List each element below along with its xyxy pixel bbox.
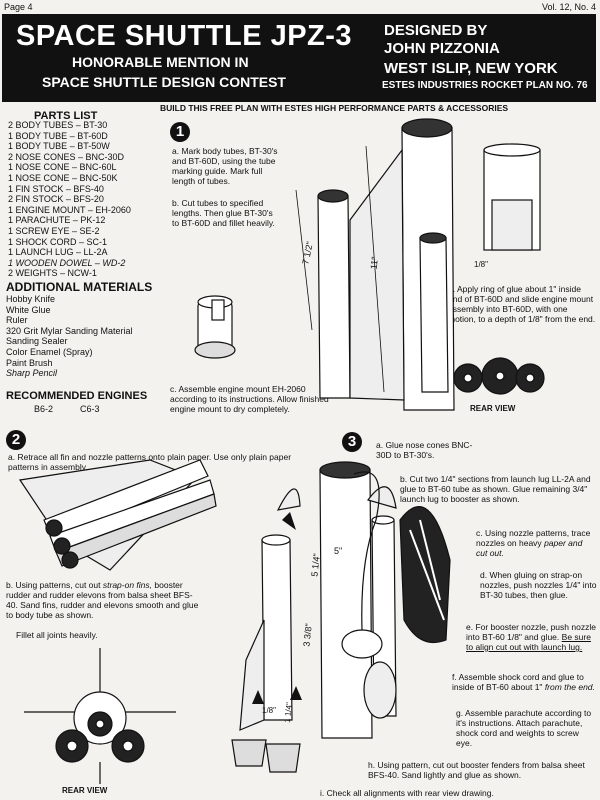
- parts-list-item: 2 BODY TUBES – BT-30: [8, 120, 108, 130]
- parts-list-item: 1 SHOCK CORD – SC-1: [8, 236, 108, 247]
- title-banner: SPACE SHUTTLE JPZ-3 HONORABLE MENTION IN…: [2, 14, 596, 102]
- step-2b-fillet: Fillet all joints heavily.: [16, 630, 98, 640]
- page-number: Page 4: [4, 2, 33, 12]
- step-3d-text: d. When gluing on strap-on nozzles, push…: [480, 570, 597, 600]
- dim-5: 5": [334, 546, 343, 556]
- materials-list-item: Sharp Pencil: [6, 368, 58, 379]
- parts-list-item: 2 WEIGHTS – NCW-1: [8, 268, 97, 279]
- parts-list-item: 1 FIN STOCK – BFS-40: [8, 183, 104, 194]
- step-3f-part1: f. Assemble shock cord and glue to insid…: [452, 672, 584, 692]
- parts-list-heading: PARTS LIST: [34, 110, 98, 122]
- parts-list-item: 2 FIN STOCK – BFS-20: [8, 194, 104, 205]
- step-3b-text: b. Cut two 1/4" sections from launch lug…: [400, 474, 591, 504]
- step-3a-text: a. Glue nose cones BNC-30D to BT-30's.: [376, 440, 473, 460]
- step-2-rear-view-label: REAR VIEW: [62, 786, 108, 795]
- step-2b-text: b. Using patterns, cut out strap-on fins…: [6, 580, 202, 620]
- step-3e-part1: e. For booster nozzle, push nozzle into …: [466, 622, 596, 642]
- parts-list-item: 1 LAUNCH LUG – LL-2A: [8, 247, 108, 258]
- volume-number: Vol. 12, No. 4: [541, 2, 596, 12]
- step-3f-text: f. Assemble shock cord and glue to insid…: [452, 672, 596, 692]
- step-3f-italic: from the end.: [544, 682, 595, 692]
- step-2-number: 2: [6, 430, 26, 450]
- dim-1-8: 1/8": [474, 260, 488, 269]
- step-3-number: 3: [342, 432, 362, 452]
- materials-list-item: Ruler: [6, 315, 28, 326]
- step-1c-text: c. Assemble engine mount EH-2060 accordi…: [170, 384, 329, 414]
- parts-list-item: 1 SCREW EYE – SE-2: [8, 225, 100, 236]
- parts-list-item: 1 NOSE CONE – BNC-50K: [8, 172, 118, 183]
- step-1d-text: d. Apply ring of glue about 1" inside en…: [448, 284, 596, 324]
- materials-list-item: White Glue: [6, 304, 51, 315]
- parts-list-item: 1 BODY TUBE – BT-60D: [8, 130, 108, 141]
- materials-heading: ADDITIONAL MATERIALS: [6, 280, 153, 294]
- dim-1-8-booster: 1/8": [262, 706, 276, 715]
- designed-by: DESIGNED BY: [384, 22, 488, 39]
- parts-list-item: 1 NOSE CONE – BNC-60L: [8, 162, 117, 173]
- step-3c-italic: paper and cut out.: [476, 538, 583, 558]
- step-3i-text: i. Check all alignments with rear view d…: [320, 788, 494, 798]
- engine-c6-3: C6-3: [80, 404, 100, 414]
- step-2b-part2: booster rudder and rudder elevons from b…: [6, 580, 199, 620]
- plan-number: ESTES INDUSTRIES ROCKET PLAN NO. 76: [382, 80, 588, 91]
- parts-list-item: 1 ENGINE MOUNT – EH-2060: [8, 204, 131, 215]
- designer-location: WEST ISLIP, NEW YORK: [384, 60, 558, 77]
- materials-list-item: Hobby Knife: [6, 294, 56, 304]
- contest-name: SPACE SHUTTLE DESIGN CONTEST: [42, 74, 286, 90]
- step-1b-text: b. Cut tubes to specified lengths. Then …: [172, 198, 275, 228]
- step-3c-text: c. Using nozzle patterns, trace nozzles …: [476, 528, 596, 558]
- parts-list-item: 1 BODY TUBE – BT-50W: [8, 141, 110, 152]
- step-3g-text: g. Assemble parachute according to it's …: [456, 708, 592, 748]
- parts-list-item: 1 WOODEN DOWEL – WD-2: [8, 257, 126, 268]
- materials-list-item: 320 Grit Mylar Sanding Material: [6, 325, 133, 336]
- parts-list-item: 1 PARACHUTE – PK-12: [8, 215, 106, 226]
- step-3h-text: h. Using pattern, cut out booster fender…: [368, 760, 585, 780]
- engine-b6-2: B6-2: [34, 404, 54, 414]
- step-3e-text: e. For booster nozzle, push nozzle into …: [466, 622, 596, 652]
- materials-list-item: Paint Brush: [6, 357, 53, 368]
- materials-list-item: Color Enamel (Spray): [6, 346, 93, 357]
- plan-title: SPACE SHUTTLE JPZ-3: [16, 20, 353, 52]
- step-2a-text: a. Retrace all fin and nozzle patterns o…: [8, 452, 292, 472]
- engines-heading: RECOMMENDED ENGINES: [6, 390, 148, 402]
- step-1-number: 1: [170, 122, 190, 142]
- step-3c-part1: c. Using nozzle patterns, trace nozzles …: [476, 528, 591, 548]
- honorable-mention: HONORABLE MENTION IN: [72, 54, 249, 70]
- step-2b-italic: strap-on fins,: [102, 580, 153, 590]
- step-1-rear-view-label: REAR VIEW: [470, 404, 516, 413]
- step-3e-underlined: Be sure to align cut out with launch lug…: [466, 632, 591, 652]
- parts-list-item: 2 NOSE CONES – BNC-30D: [8, 151, 125, 162]
- build-banner: BUILD THIS FREE PLAN WITH ESTES HIGH PER…: [160, 103, 509, 113]
- step-2b-part1: b. Using patterns, cut out: [6, 580, 101, 590]
- materials-list-item: Sanding Sealer: [6, 336, 68, 347]
- step-1a-text: a. Mark body tubes, BT-30's and BT-60D, …: [172, 146, 278, 186]
- designer-name: JOHN PIZZONIA: [384, 40, 500, 57]
